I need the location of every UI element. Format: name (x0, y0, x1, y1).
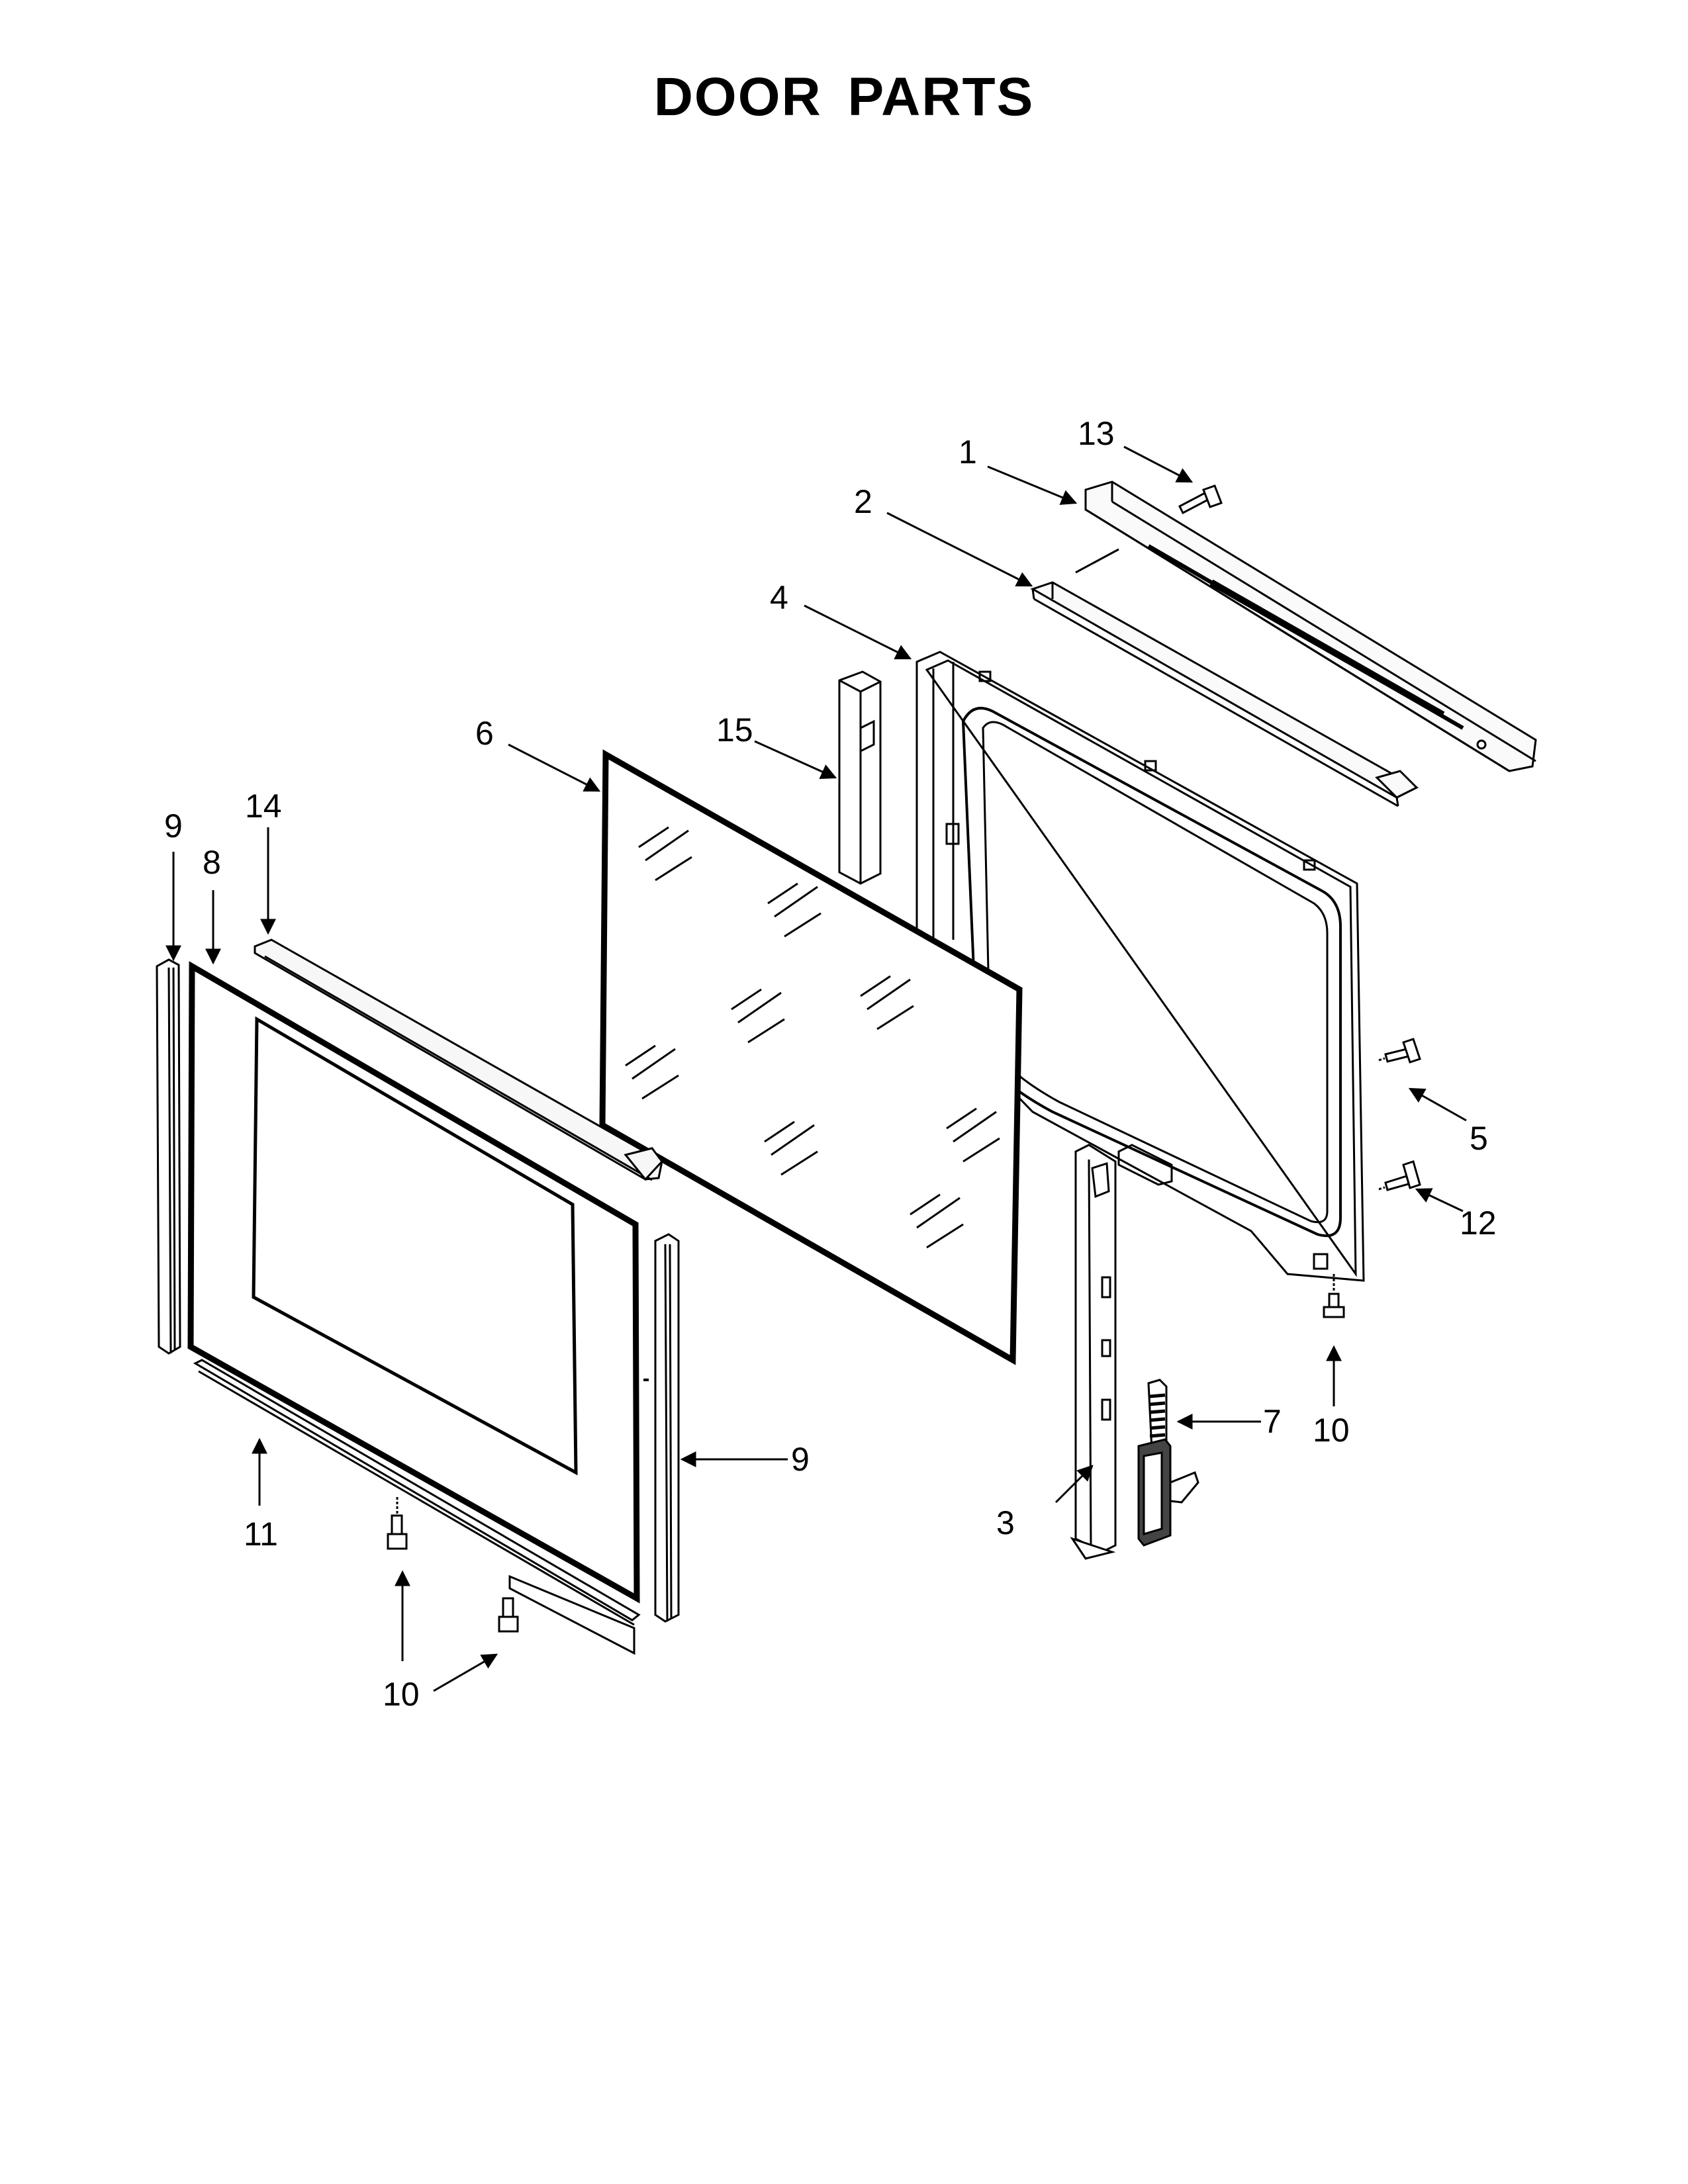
callout-11: 11 (244, 1516, 278, 1553)
callout-6: 6 (475, 715, 494, 752)
part-11-bottom-trim (193, 1359, 641, 1655)
callout-8: 8 (203, 844, 221, 881)
callout-1: 1 (959, 433, 977, 471)
callout-2: 2 (854, 483, 872, 520)
leader-lines (165, 445, 1467, 1692)
part-12-screw (1378, 1160, 1421, 1191)
part-9-right-side-trim (654, 1233, 680, 1623)
part-10-screw-right (1323, 1274, 1345, 1318)
part-10-screw-left-b (498, 1597, 519, 1633)
callout-5: 5 (1470, 1120, 1488, 1157)
callout-12: 12 (1460, 1205, 1497, 1242)
part-7-hinge (1137, 1379, 1199, 1547)
part-2-trim-channel (1030, 548, 1419, 807)
callout-13: 13 (1078, 415, 1115, 452)
callout-3: 3 (996, 1504, 1015, 1541)
part-3-hinge-receiver (1070, 1144, 1117, 1560)
part-13-screw (1178, 484, 1223, 515)
part-6-door-glass (599, 749, 1023, 1365)
callout-9-left: 9 (164, 807, 183, 844)
callouts: 1 13 2 4 15 6 14 9 8 5 12 7 10 9 3 11 10 (164, 415, 1497, 1713)
part-15-insulation (838, 670, 882, 885)
callout-10-left: 10 (383, 1676, 420, 1713)
callout-4: 4 (770, 579, 788, 616)
part-5-screw (1378, 1038, 1421, 1064)
part-9-left-side-trim (156, 958, 181, 1355)
callout-9-right: 9 (791, 1441, 810, 1478)
callout-7: 7 (1263, 1403, 1282, 1440)
callout-10-right: 10 (1313, 1412, 1350, 1449)
part-10-screw-left-a (387, 1497, 408, 1550)
part-14-top-trim-strip (254, 938, 663, 1181)
callout-15: 15 (716, 711, 753, 749)
part-1-top-trim (1084, 480, 1537, 772)
page-title: DOOR PARTS (653, 67, 1035, 127)
callout-14: 14 (245, 788, 282, 825)
part-8-outer-door-panel (187, 961, 649, 1604)
